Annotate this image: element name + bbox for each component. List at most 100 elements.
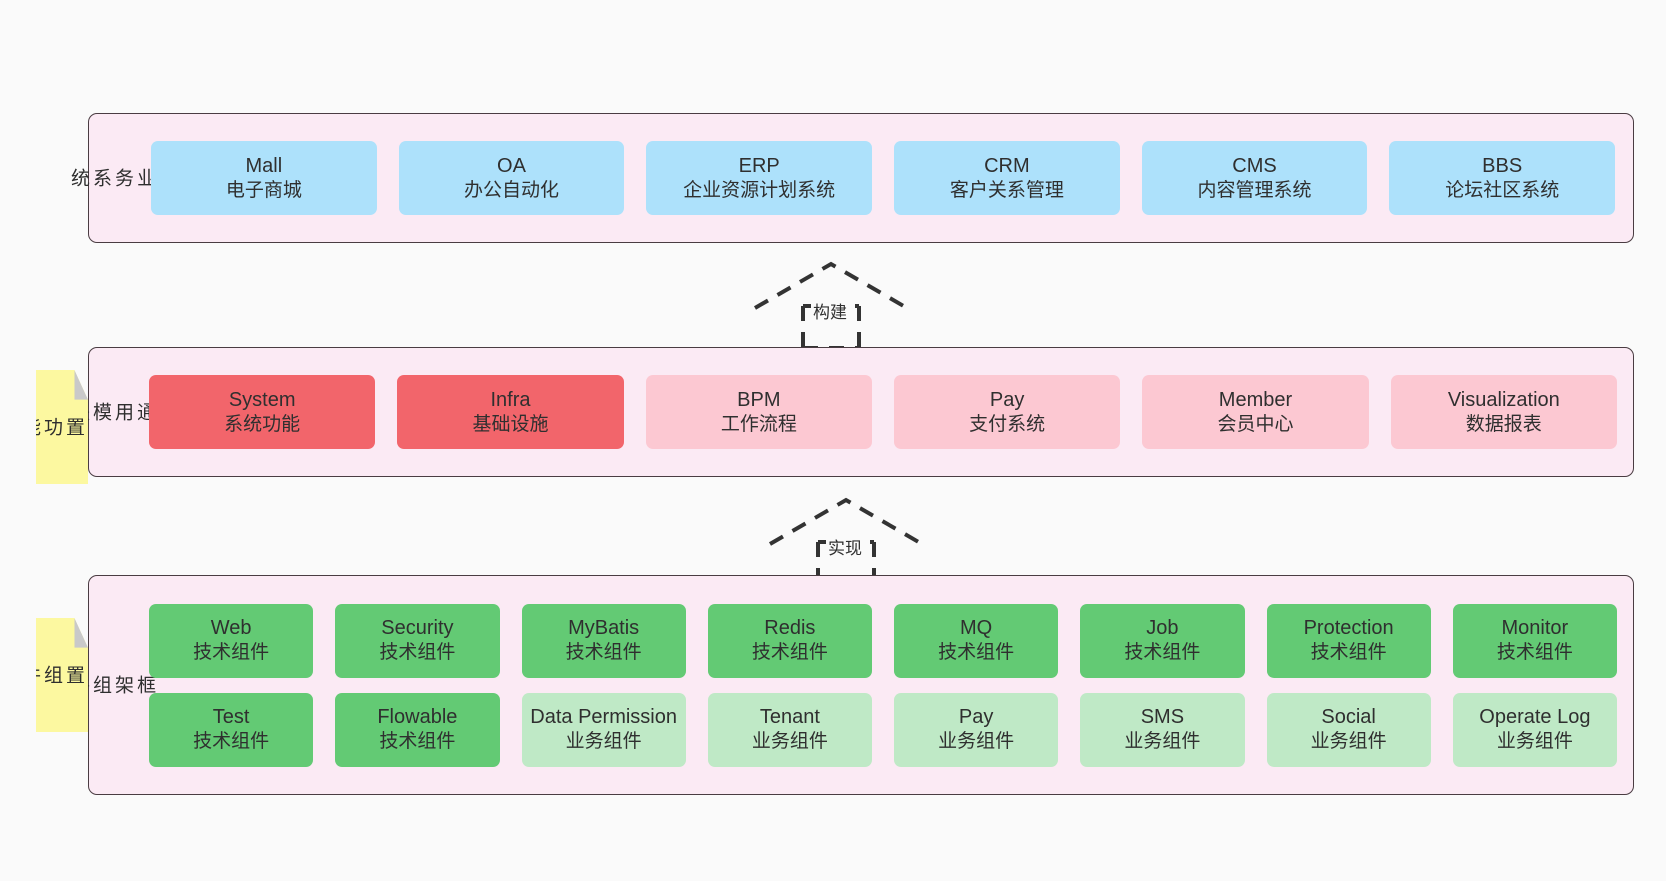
node-social-name: Social xyxy=(1321,706,1376,729)
node-mq-sub: 技术组件 xyxy=(938,642,1015,664)
node-member[interactable]: Member 会员中心 xyxy=(1142,375,1369,449)
layer-common-modules-body: System 系统功能 Infra 基础设施 BPM 工作流程 Pay 支付系统… xyxy=(133,348,1633,476)
node-cms-name: CMS xyxy=(1232,154,1277,177)
connector-build-label: 构建 xyxy=(811,298,849,323)
framework-tech-row: Web 技术组件 Security 技术组件 MyBatis 技术组件 Redi… xyxy=(149,603,1617,678)
layer-common-modules: 通 用 模 块 System 系统功能 Infra 基础设施 BPM 工作流程 … xyxy=(68,347,1634,477)
node-operate-log-sub: 业务组件 xyxy=(1496,731,1573,753)
layer-framework-components-title: 框 架 组 件 xyxy=(68,675,156,695)
node-social[interactable]: Social 业务组件 xyxy=(1266,692,1431,767)
node-cms[interactable]: CMS 内容管理系统 xyxy=(1141,141,1368,215)
node-protection-sub: 技术组件 xyxy=(1310,642,1387,664)
node-bpm-sub: 工作流程 xyxy=(720,413,797,435)
note-builtin-features: 内 置 功 能 xyxy=(36,370,88,484)
node-flowable-sub: 技术组件 xyxy=(379,731,456,753)
layer-framework-components-body: Web 技术组件 Security 技术组件 MyBatis 技术组件 Redi… xyxy=(133,576,1633,794)
node-pay-module-name: Pay xyxy=(989,388,1025,411)
node-pay-module-sub: 支付系统 xyxy=(969,413,1046,435)
node-mall-name: Mall xyxy=(245,154,283,177)
node-visualization[interactable]: Visualization 数据报表 xyxy=(1390,375,1617,449)
node-mybatis-sub: 技术组件 xyxy=(565,642,642,664)
node-test[interactable]: Test 技术组件 xyxy=(149,692,314,767)
common-node-row: System 系统功能 Infra 基础设施 BPM 工作流程 Pay 支付系统… xyxy=(149,375,1617,449)
node-protection[interactable]: Protection 技术组件 xyxy=(1266,603,1431,678)
node-erp[interactable]: ERP 企业资源计划系统 xyxy=(646,141,873,215)
node-oa-sub: 办公自动化 xyxy=(464,179,560,201)
node-test-name: Test xyxy=(212,706,250,729)
node-flowable[interactable]: Flowable 技术组件 xyxy=(335,692,500,767)
layer-common-modules-title: 通 用 模 块 xyxy=(68,402,156,422)
layer-framework-components: 框 架 组 件 Web 技术组件 Security 技术组件 MyBatis 技… xyxy=(68,575,1634,795)
node-security-name: Security xyxy=(381,617,454,640)
node-mall[interactable]: Mall 电子商城 xyxy=(151,141,377,215)
layer-business-systems-body: Mall 电子商城 OA 办公自动化 ERP 企业资源计划系统 CRM 客户关系… xyxy=(133,114,1633,242)
node-mq[interactable]: MQ 技术组件 xyxy=(894,603,1059,678)
node-sms-sub: 业务组件 xyxy=(1124,731,1201,753)
node-data-permission[interactable]: Data Permission 业务组件 xyxy=(521,692,686,767)
node-system[interactable]: System 系统功能 xyxy=(149,375,376,449)
node-system-sub: 系统功能 xyxy=(224,413,301,435)
node-bbs-sub: 论坛社区系统 xyxy=(1445,179,1560,201)
framework-biz-row: Test 技术组件 Flowable 技术组件 Data Permission … xyxy=(149,692,1617,767)
node-pay-module[interactable]: Pay 支付系统 xyxy=(893,375,1121,449)
node-bbs[interactable]: BBS 论坛社区系统 xyxy=(1389,141,1616,215)
node-system-name: System xyxy=(228,388,296,411)
note-fold-corner-icon xyxy=(74,370,88,400)
node-job-name: Job xyxy=(1146,617,1179,640)
connector-build: 构建 xyxy=(753,261,909,350)
node-cms-sub: 内容管理系统 xyxy=(1197,179,1312,201)
node-crm-name: CRM xyxy=(984,154,1030,177)
node-security-sub: 技术组件 xyxy=(379,642,456,664)
business-node-row: Mall 电子商城 OA 办公自动化 ERP 企业资源计划系统 CRM 客户关系… xyxy=(151,141,1616,215)
node-security[interactable]: Security 技术组件 xyxy=(335,603,500,678)
node-data-permission-sub: 业务组件 xyxy=(565,731,642,753)
dashed-hollow-arrow-up-icon xyxy=(753,261,909,350)
node-social-sub: 业务组件 xyxy=(1310,731,1387,753)
node-bpm[interactable]: BPM 工作流程 xyxy=(645,375,872,449)
node-monitor-name: Monitor xyxy=(1501,617,1569,640)
node-tenant[interactable]: Tenant 业务组件 xyxy=(707,692,872,767)
node-oa-name: OA xyxy=(497,154,526,177)
node-pay-component-name: Pay xyxy=(958,706,994,729)
note-builtin-components-text: 内 置 组 件 xyxy=(18,665,88,685)
node-operate-log[interactable]: Operate Log 业务组件 xyxy=(1452,692,1617,767)
node-visualization-name: Visualization xyxy=(1447,388,1560,411)
node-sms[interactable]: SMS 业务组件 xyxy=(1080,692,1245,767)
node-visualization-sub: 数据报表 xyxy=(1465,413,1542,435)
note-builtin-components: 内 置 组 件 xyxy=(36,618,88,732)
connector-implement-label: 实现 xyxy=(826,534,864,559)
node-member-name: Member xyxy=(1218,388,1293,411)
node-data-permission-name: Data Permission xyxy=(530,706,677,729)
node-pay-component-sub: 业务组件 xyxy=(938,731,1015,753)
node-crm[interactable]: CRM 客户关系管理 xyxy=(894,141,1120,215)
node-infra-sub: 基础设施 xyxy=(472,413,549,435)
node-crm-sub: 客户关系管理 xyxy=(949,179,1064,201)
layer-business-systems-title: 业 务 系 统 xyxy=(67,168,156,188)
node-job-sub: 技术组件 xyxy=(1124,642,1201,664)
node-pay-component[interactable]: Pay 业务组件 xyxy=(894,692,1059,767)
node-mybatis[interactable]: MyBatis 技术组件 xyxy=(521,603,686,678)
node-redis-sub: 技术组件 xyxy=(751,642,828,664)
node-monitor-sub: 技术组件 xyxy=(1496,642,1573,664)
node-protection-name: Protection xyxy=(1303,617,1394,640)
node-erp-name: ERP xyxy=(738,154,780,177)
node-bpm-name: BPM xyxy=(737,388,781,411)
connector-implement: 实现 xyxy=(768,497,924,586)
node-tenant-name: Tenant xyxy=(759,706,820,729)
layer-business-systems: 业 务 系 统 Mall 电子商城 OA 办公自动化 ERP 企业资源计划系统 … xyxy=(67,113,1634,243)
node-flowable-name: Flowable xyxy=(377,706,458,729)
node-web[interactable]: Web 技术组件 xyxy=(149,603,314,678)
node-mybatis-name: MyBatis xyxy=(568,617,640,640)
node-web-name: Web xyxy=(210,617,252,640)
node-operate-log-name: Operate Log xyxy=(1479,706,1591,729)
dashed-hollow-arrow-up-icon xyxy=(768,497,924,586)
node-mq-name: MQ xyxy=(960,617,993,640)
node-job[interactable]: Job 技术组件 xyxy=(1080,603,1245,678)
node-bbs-name: BBS xyxy=(1482,154,1523,177)
node-redis[interactable]: Redis 技术组件 xyxy=(707,603,872,678)
node-oa[interactable]: OA 办公自动化 xyxy=(398,141,625,215)
node-test-sub: 技术组件 xyxy=(193,731,270,753)
node-infra[interactable]: Infra 基础设施 xyxy=(397,375,624,449)
node-monitor[interactable]: Monitor 技术组件 xyxy=(1452,603,1617,678)
